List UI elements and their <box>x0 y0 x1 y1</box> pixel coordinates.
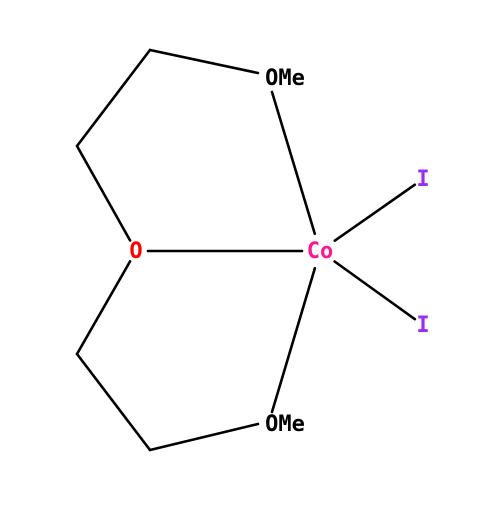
atom-ome-top: OMe <box>265 66 305 91</box>
bond-layer <box>75 48 417 452</box>
bond-c1-ome-top <box>148 48 260 75</box>
bond-ome-top-cobalt <box>270 90 317 236</box>
bond-c4-c5 <box>75 352 152 452</box>
bond-o-ether-c4 <box>75 260 132 356</box>
atom-cobalt: Co <box>307 239 334 264</box>
bond-ome-bottom-cobalt <box>270 266 317 414</box>
bond-c2-o-ether <box>75 144 132 242</box>
atom-ome-bottom: OMe <box>265 412 305 437</box>
bond-c1-c2 <box>75 48 152 148</box>
bond-cobalt-iodine-bottom <box>333 260 417 321</box>
bond-cobalt-iodine-top <box>333 183 417 242</box>
atom-iodine-top: I <box>416 167 429 192</box>
atom-iodine-bottom: I <box>416 313 429 338</box>
bond-c5-ome-bottom <box>148 422 260 452</box>
atom-oxygen: O <box>129 239 142 264</box>
